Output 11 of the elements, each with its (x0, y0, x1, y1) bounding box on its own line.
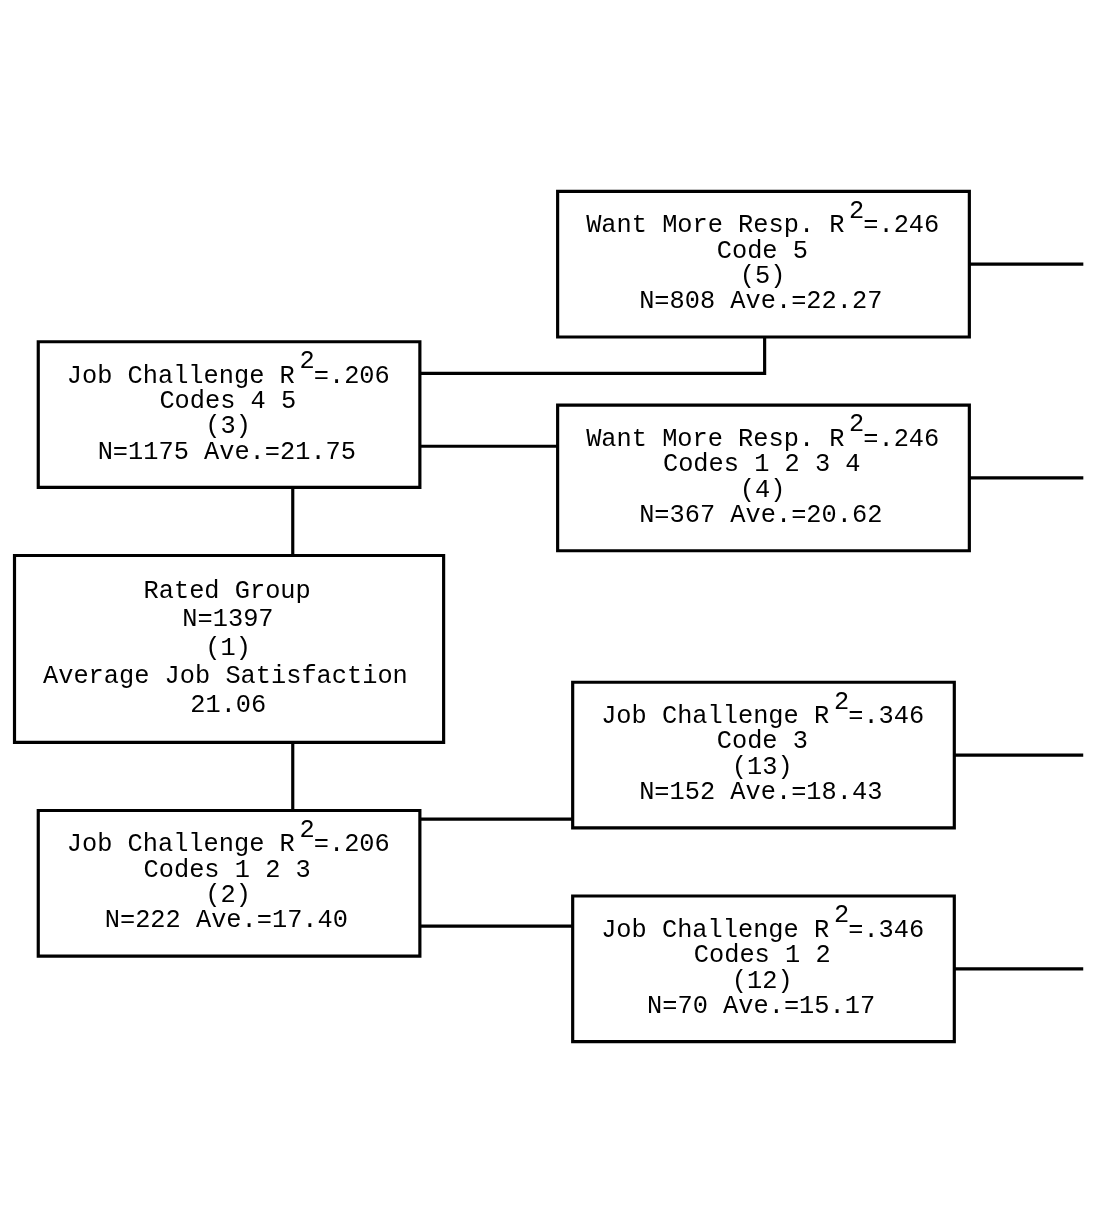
connector (291, 742, 295, 810)
node-box: Rated Group N=1397 (1) Average Job Satisfaction 21.06 (12, 553, 446, 744)
connector (969, 262, 1084, 266)
connector (420, 817, 573, 821)
connector (969, 475, 1084, 480)
connector (420, 444, 558, 448)
connector (954, 752, 1084, 757)
connector (291, 487, 295, 555)
connector (954, 966, 1084, 970)
connector (420, 336, 767, 375)
connector (420, 924, 573, 928)
